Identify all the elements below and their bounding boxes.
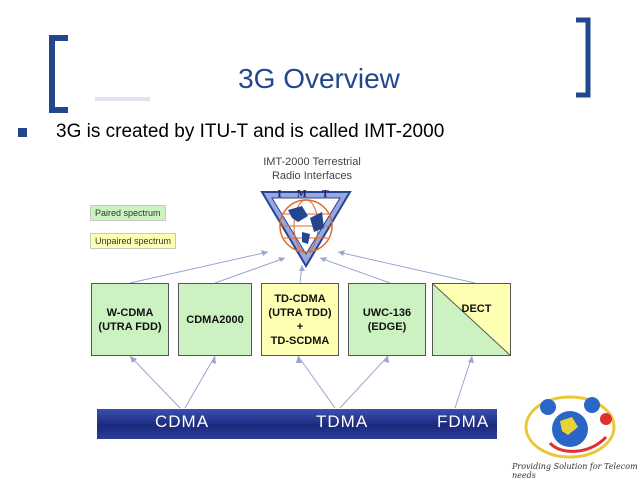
arrow-heads bbox=[130, 250, 474, 364]
box-uwc136: UWC-136(EDGE) bbox=[348, 283, 426, 356]
bullet-text: 3G is created by ITU-T and is called IMT… bbox=[56, 121, 445, 142]
box-td-cdma: TD-CDMA(UTRA TDD)+TD-SCDMA bbox=[261, 283, 339, 356]
band-label-tdma: TDMA bbox=[316, 412, 369, 431]
bullet-square-icon bbox=[18, 128, 27, 137]
band-label-fdma: FDMA bbox=[437, 412, 490, 431]
itu-globe-emblem-icon: I M T bbox=[260, 190, 352, 268]
itu-caption: IMT-2000 Terrestrial Radio Interfaces bbox=[232, 155, 392, 183]
band-label-cdma: CDMA bbox=[155, 412, 210, 431]
left-bracket bbox=[49, 35, 68, 113]
logo-tagline: Providing Solution for Telecom needs bbox=[512, 462, 638, 480]
box-cdma2000: CDMA2000 bbox=[178, 283, 252, 356]
bracket-accent-bar bbox=[95, 97, 150, 101]
multiple-access-band bbox=[97, 409, 497, 439]
telesol-logo-icon bbox=[524, 395, 616, 459]
legend-paired-spectrum: Paired spectrum bbox=[90, 205, 166, 221]
slide-title: 3G Overview bbox=[238, 63, 400, 94]
right-bracket bbox=[576, 17, 591, 98]
itu-caption-line1: IMT-2000 Terrestrial bbox=[263, 156, 361, 168]
dect-split-fill bbox=[433, 284, 510, 355]
box-dect: DECT bbox=[432, 283, 511, 356]
itu-emblem-letters: I M T bbox=[277, 190, 334, 200]
legend-unpaired-spectrum: Unpaired spectrum bbox=[90, 233, 177, 249]
box-wcdma: W-CDMA(UTRA FDD) bbox=[91, 283, 169, 356]
itu-caption-line2: Radio Interfaces bbox=[271, 170, 353, 182]
